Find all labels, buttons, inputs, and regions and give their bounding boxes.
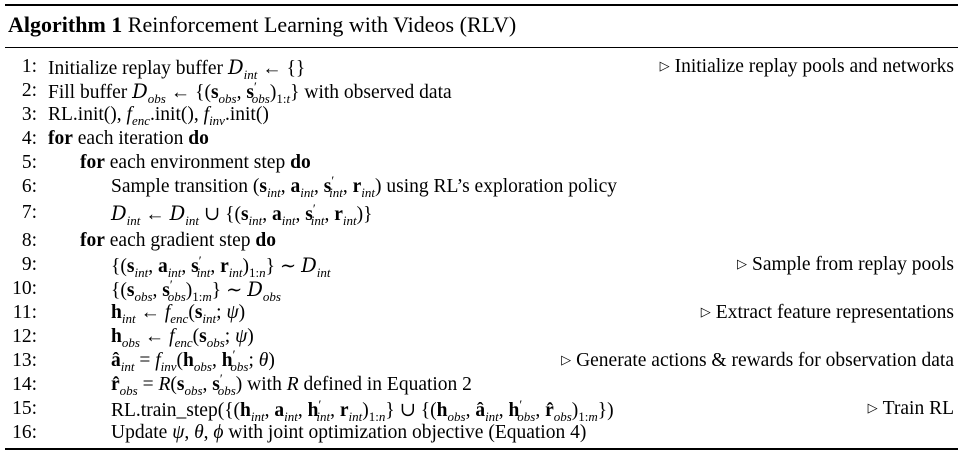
line-body: hint ← fenc(sint; ψ) [111,302,246,326]
line-number: 9: [21,254,37,275]
line-number: 14: [12,374,37,395]
bottom-rule [5,448,958,450]
line-comment: ▷Train RL [867,398,954,419]
algorithm-line-10: 10: {(sobs, s′obs)1:m} ∼ Dobs [5,278,958,304]
line-number: 2: [21,80,37,101]
algorithm-line-16: 16: Update ψ, θ, ϕ with joint optimizati… [5,422,958,448]
line-comment: ▷Extract feature representations [700,302,954,323]
line-body: for each iteration do [48,128,209,149]
line-number: 4: [21,128,37,149]
line-comment: ▷Generate actions & rewards for observat… [561,350,954,371]
line-body: RL.init(), fenc.init(), finv.init() [48,104,269,128]
algorithm-block: Algorithm 1 Reinforcement Learning with … [5,4,958,450]
algorithm-line-15: 15: RL.train_step({(hint, aint, h′int, r… [5,398,958,424]
line-body: RL.train_step({(hint, aint, h′int, rint)… [111,397,614,424]
algorithm-line-14: 14: r̂obs = R(sobs, s′obs) with R define… [5,371,958,400]
algorithm-line-7: 7: Dint ← Dint ∪ {(sint, aint, s′int, ri… [5,202,958,228]
comment-triangle-icon: ▷ [867,400,878,415]
line-body: Dint ← Dint ∪ {(sint, aint, s′int, rint)… [111,201,373,228]
algorithm-label: Algorithm 1 [8,12,123,37]
line-body: Initialize replay buffer Dint ← {} [48,56,306,82]
line-body: {(sobs, s′obs)1:m} ∼ Dobs [111,277,281,304]
line-body: for each gradient step do [80,230,277,251]
line-number: 16: [12,422,37,443]
algorithm-line-3: 3: RL.init(), fenc.init(), finv.init() [5,104,958,130]
algorithm-title: Reinforcement Learning with Videos (RLV) [127,12,517,37]
line-body: {(sint, aint, s′int, rint)1:n} ∼ Dint [111,253,331,280]
line-body: r̂obs = R(sobs, s′obs) with R defined in… [111,371,472,398]
line-number: 13: [12,350,37,371]
line-body: Fill buffer Dobs ← {(sobs, s′obs)1:t} wi… [48,79,452,106]
algorithm-line-13: 13: âint = finv(hobs, h′obs; θ) ▷Generat… [5,347,958,376]
algorithm-line-12: 12: hobs ← fenc(sobs; ψ) [5,326,958,352]
line-number: 1: [21,56,37,77]
line-number: 7: [21,202,37,223]
line-number: 15: [12,398,37,419]
line-body: Sample transition (sint, aint, s′int, ri… [111,173,617,200]
algorithm-line-4: 4: for each iteration do [5,128,958,154]
line-number: 8: [21,230,37,251]
line-body: âint = finv(hobs, h′obs; θ) [111,347,275,374]
line-body: Update ψ, θ, ϕ with joint optimization o… [111,422,587,443]
algorithm-line-5: 5: for each environment step do [5,152,958,178]
comment-triangle-icon: ▷ [737,256,747,271]
comment-triangle-icon: ▷ [561,352,572,367]
top-rule [5,4,958,6]
algorithm-line-8: 8: for each gradient step do [5,230,958,256]
algorithm-line-1: 1: Initialize replay buffer Dint ← {} ▷I… [5,56,958,82]
line-comment: ▷Sample from replay pools [737,254,954,275]
algorithm-line-2: 2: Fill buffer Dobs ← {(sobs, s′obs)1:t}… [5,80,958,106]
line-body: for each environment step do [80,152,311,173]
line-number: 3: [21,104,37,125]
comment-triangle-icon: ▷ [700,304,711,319]
line-number: 12: [12,326,37,347]
algorithm-caption: Algorithm 1 Reinforcement Learning with … [8,12,516,38]
line-number: 6: [21,176,37,197]
line-number: 5: [21,152,37,173]
line-body: hobs ← fenc(sobs; ψ) [111,326,254,350]
algorithm-line-9: 9: {(sint, aint, s′int, rint)1:n} ∼ Dint… [5,254,958,280]
caption-rule [5,47,958,48]
algorithm-line-6: 6: Sample transition (sint, aint, s′int,… [5,173,958,202]
line-number: 10: [12,278,37,299]
comment-triangle-icon: ▷ [659,58,670,73]
line-number: 11: [12,302,37,323]
algorithm-line-11: 11: hint ← fenc(sint; ψ) ▷Extract featur… [5,302,958,328]
line-comment: ▷Initialize replay pools and networks [659,56,954,77]
